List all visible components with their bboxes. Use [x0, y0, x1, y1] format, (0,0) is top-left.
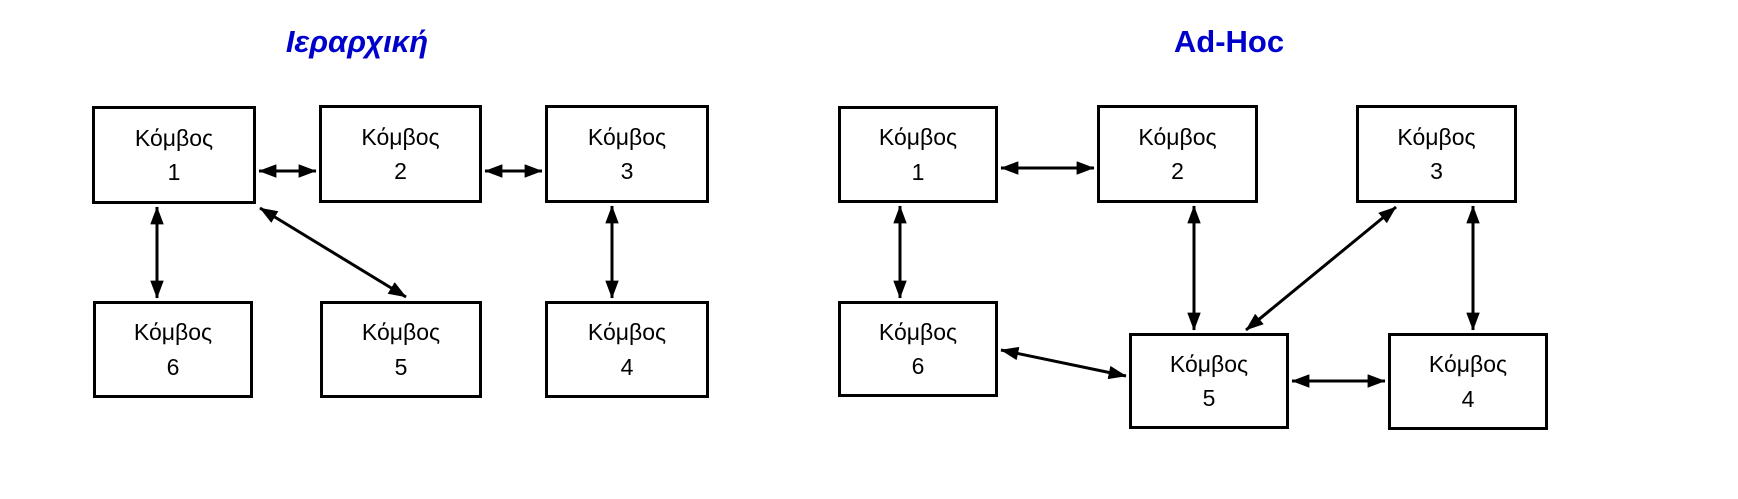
node-number: 5 [1202, 385, 1216, 411]
node-label: Κόμβος [878, 318, 958, 345]
hierarchical-node-5: Κόμβος 5 [320, 301, 482, 398]
node-number: 3 [1430, 158, 1443, 184]
node-number: 6 [166, 353, 180, 380]
hierarchical-node-4: Κόμβος 4 [545, 301, 709, 398]
node-label: Κόμβος [1397, 123, 1476, 150]
adhoc-node-1: Κόμβος 1 [838, 106, 998, 203]
hierarchical-node-2: Κόμβος 2 [319, 105, 482, 203]
node-number: 3 [620, 158, 634, 184]
hierarchical-node-3: Κόμβος 3 [545, 105, 709, 203]
node-label: Κόμβος [1428, 351, 1508, 377]
adhoc-node-6: Κόμβος 6 [838, 301, 998, 397]
node-number: 5 [394, 353, 408, 380]
node-label: Κόμβος [1138, 123, 1217, 150]
node-label: Κόμβος [134, 124, 214, 151]
hierarchical-node-6: Κόμβος 6 [93, 301, 253, 398]
adhoc-diagram-title: Ad-Hoc [1173, 24, 1285, 59]
hierarchical-diagram-title: Ιεραρχική [285, 24, 429, 59]
node-number: 1 [167, 159, 181, 185]
node-label: Κόμβος [361, 319, 441, 345]
node-label: Κόμβος [133, 319, 213, 345]
node-label: Κόμβος [587, 123, 667, 150]
node-number: 2 [1171, 158, 1184, 184]
node-label: Κόμβος [587, 319, 667, 345]
node-label: Κόμβος [361, 123, 440, 150]
hierarchical-edge-1-5 [259, 206, 407, 299]
adhoc-edge-5-3 [1245, 205, 1397, 332]
hierarchical-node-1: Κόμβος 1 [92, 106, 256, 204]
adhoc-node-4: Κόμβος 4 [1388, 333, 1548, 430]
adhoc-edge-6-5 [1000, 346, 1127, 380]
node-number: 1 [911, 158, 925, 185]
adhoc-node-3: Κόμβος 3 [1356, 105, 1517, 203]
node-number: 2 [394, 158, 407, 184]
node-label: Κόμβος [878, 124, 958, 150]
node-label: Κόμβος [1169, 350, 1249, 377]
node-number: 4 [1461, 385, 1475, 412]
node-number: 4 [620, 353, 634, 380]
adhoc-node-5: Κόμβος 5 [1129, 333, 1289, 429]
node-number: 6 [911, 353, 925, 379]
adhoc-node-2: Κόμβος 2 [1097, 105, 1258, 203]
